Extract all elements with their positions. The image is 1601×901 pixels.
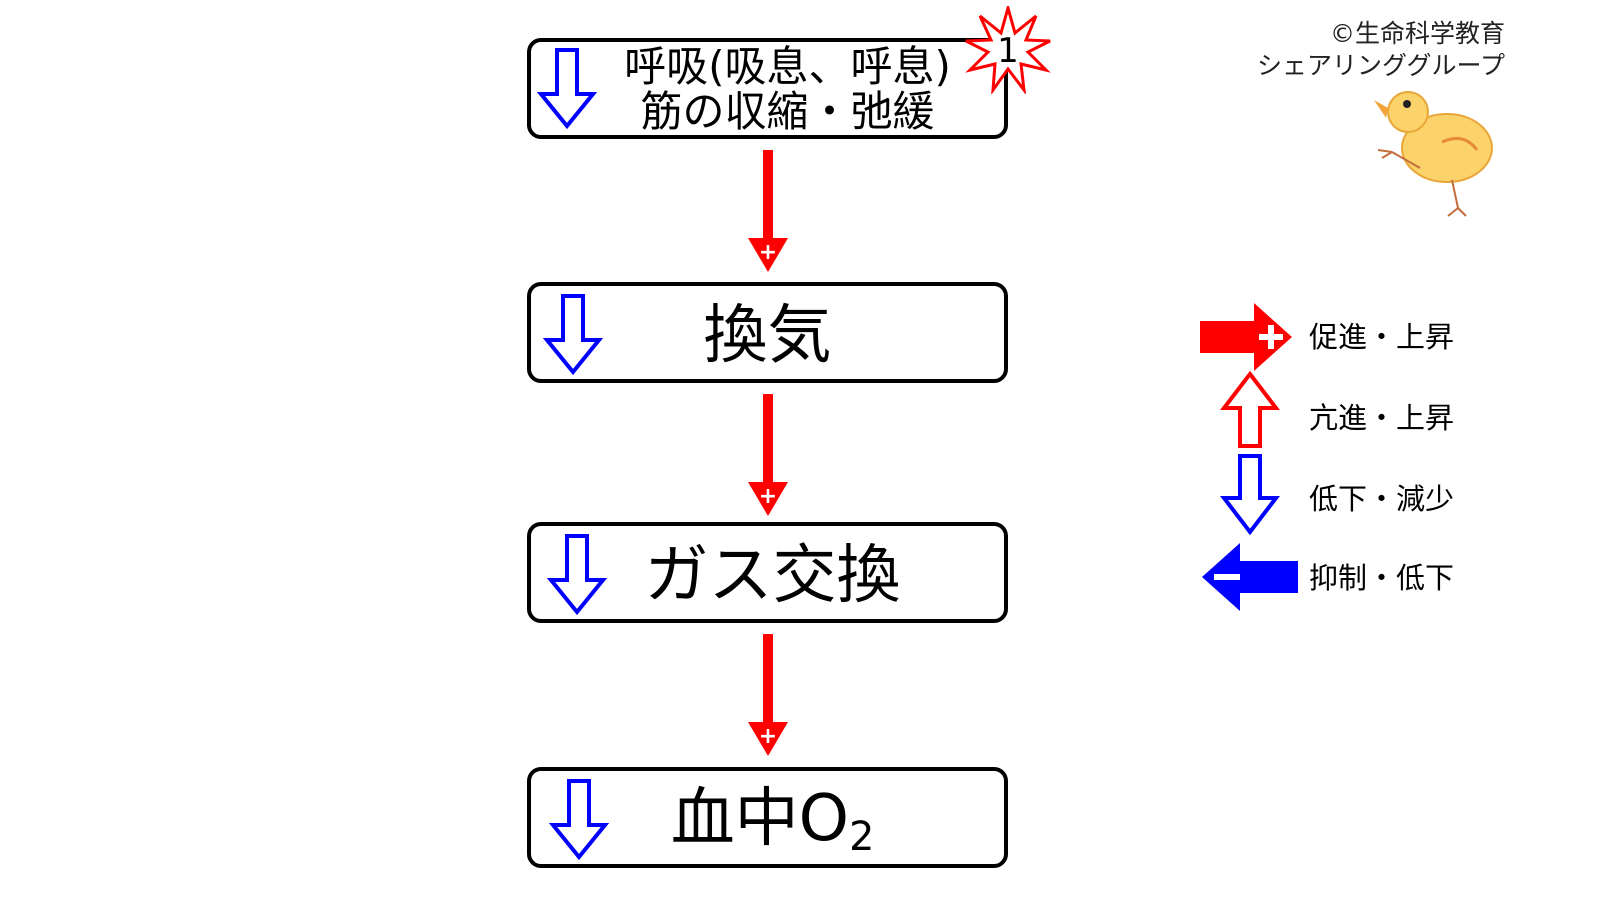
flow-box-blood-oxygen: 血中O2	[527, 767, 1008, 868]
badge-starburst-icon: 1	[965, 6, 1051, 94]
connector-sign: +	[759, 724, 777, 749]
flow-box-text-line-2: 筋の収縮・弛緩	[640, 87, 935, 136]
down-hollow-arrow-icon	[537, 48, 597, 130]
connector-sign: +	[759, 240, 777, 265]
badge-number: 1	[997, 31, 1019, 71]
flow-box-ventilation: 換気	[527, 282, 1008, 383]
connector-sign: +	[759, 484, 777, 509]
blood-oxygen-label: 血中O	[670, 782, 850, 856]
legend-label: 低下・減少	[1309, 482, 1455, 516]
credit-line-1: ©生命科学教育	[1329, 19, 1505, 48]
blue-minus-arrow-icon	[1202, 543, 1298, 611]
legend-label: 促進・上昇	[1309, 320, 1455, 354]
promote-connector: +	[748, 150, 788, 272]
blue-hollow-down-arrow-icon	[1220, 454, 1280, 536]
flow-box-text: ガス交換	[644, 539, 901, 613]
promote-connector: +	[748, 394, 788, 516]
flow-box-respiration: 呼吸(吸息、呼息) 筋の収縮・弛緩	[527, 38, 1008, 139]
flow-box-gas-exchange: ガス交換	[527, 522, 1008, 623]
oxygen-subscript: 2	[849, 813, 875, 860]
flow-box-text: 換気	[703, 299, 832, 373]
down-hollow-arrow-icon	[549, 779, 609, 861]
red-plus-arrow-icon	[1200, 303, 1292, 371]
credit-line-2: シェアリンググループ	[1256, 51, 1505, 80]
down-hollow-arrow-icon	[543, 294, 603, 376]
promote-connector: +	[748, 634, 788, 756]
chick-mascot-icon	[1374, 91, 1493, 217]
credit: ©生命科学教育 シェアリンググループ	[1257, 18, 1505, 82]
red-hollow-up-arrow-icon	[1220, 370, 1280, 448]
down-hollow-arrow-icon	[547, 534, 607, 616]
flow-box-text: 血中O2	[531, 781, 1004, 865]
legend-label: 抑制・低下	[1309, 561, 1455, 595]
flow-box-text-line-1: 呼吸(吸息、呼息)	[624, 42, 951, 91]
legend-label: 亢進・上昇	[1309, 401, 1455, 435]
